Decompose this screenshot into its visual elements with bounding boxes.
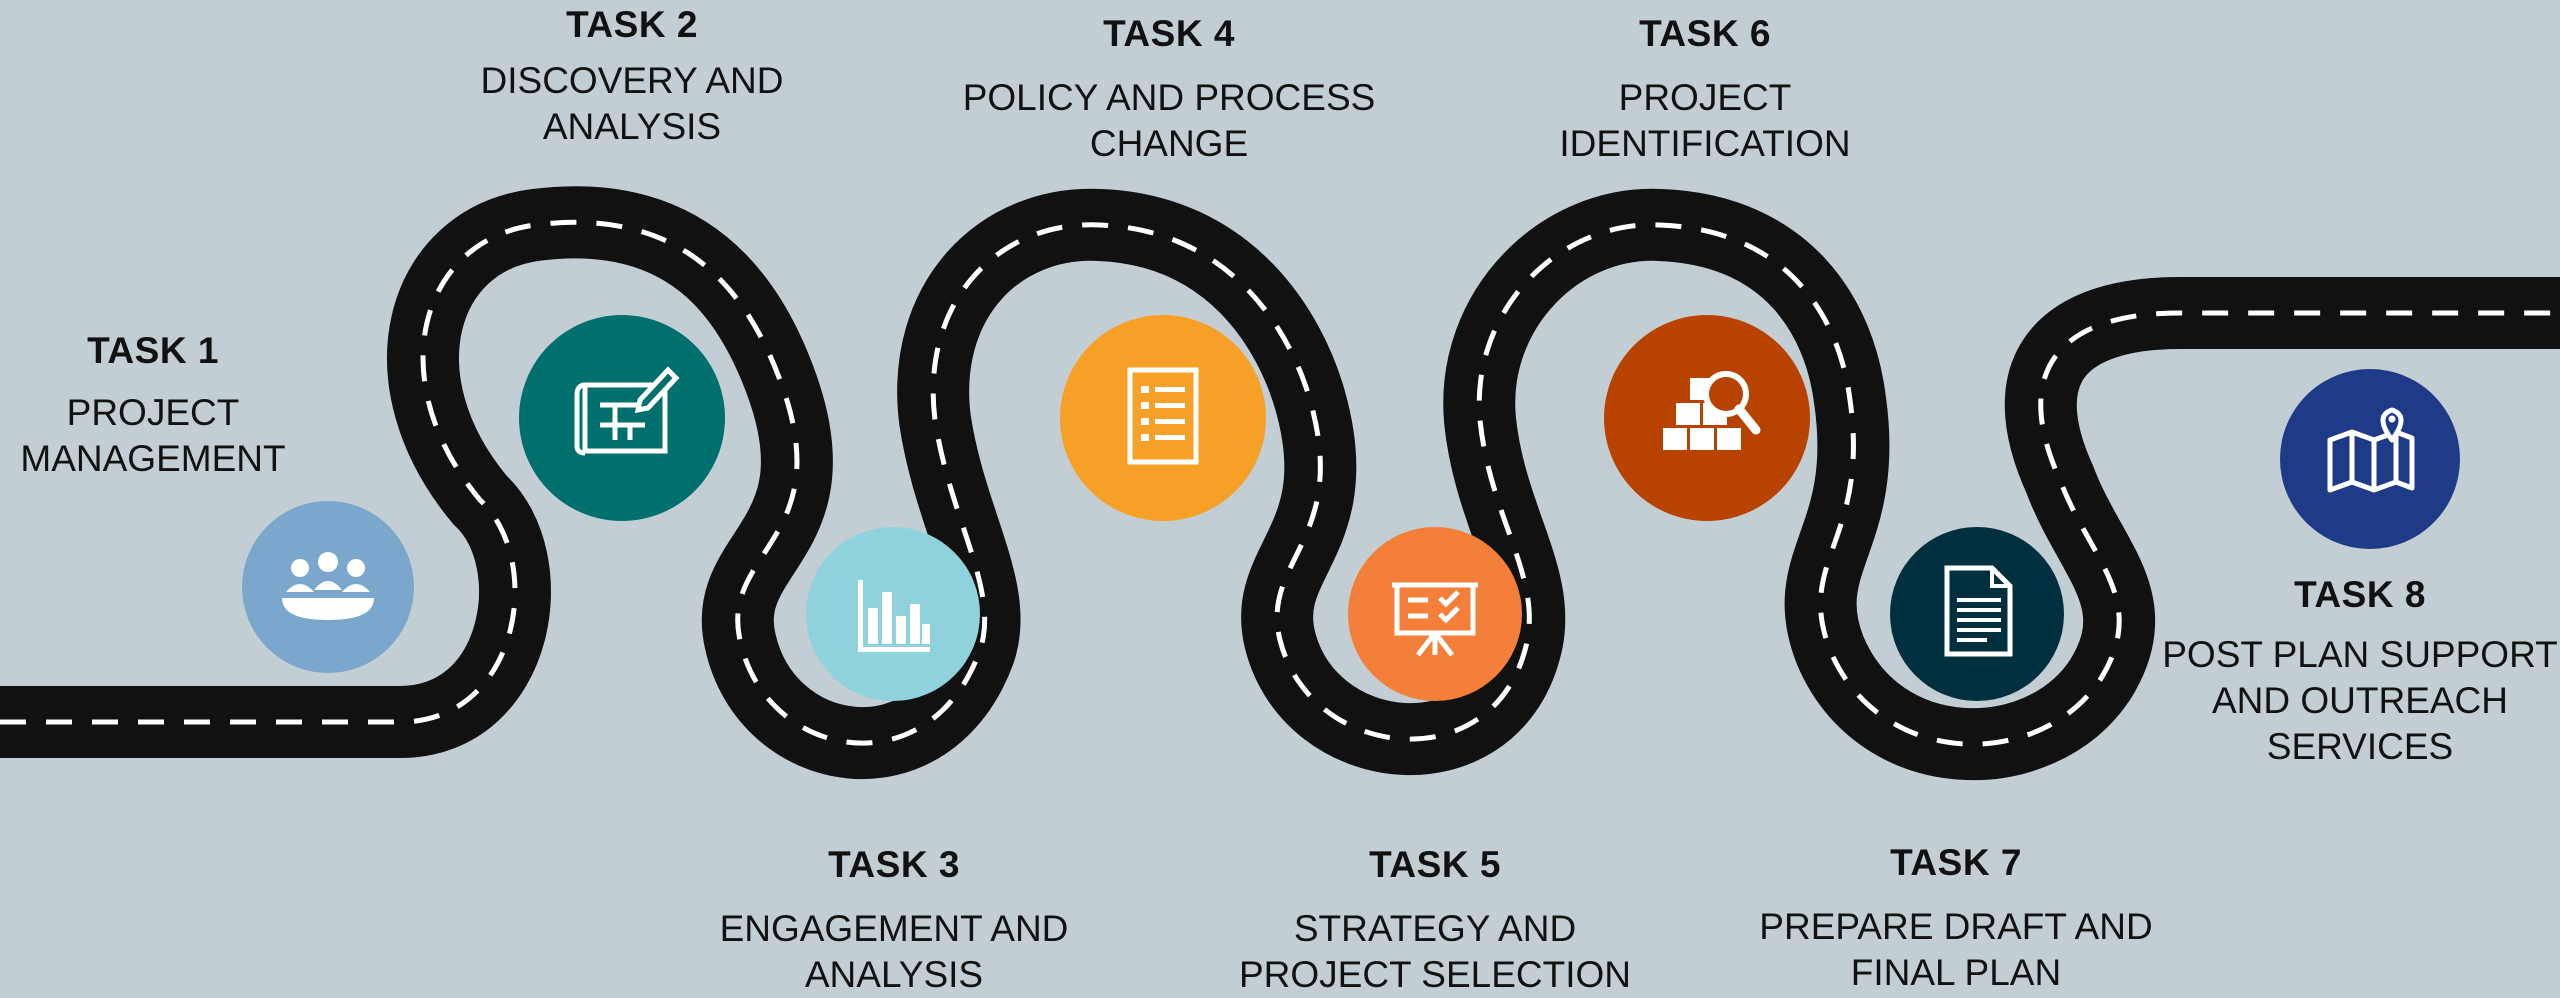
task-6-badge: [1604, 315, 1810, 521]
task-title: TASK 2: [566, 4, 698, 45]
task-title: TASK 3: [828, 844, 960, 885]
presentation-board-icon: [1392, 582, 1478, 657]
task-5-badge: [1348, 527, 1522, 701]
text-document-icon: [1944, 565, 2013, 657]
task-title: TASK 7: [1890, 842, 2022, 883]
task-title: TASK 5: [1369, 844, 1501, 885]
map-pin-icon: [2327, 407, 2415, 493]
task-description: POST PLAN SUPPORT AND OUTREACH SERVICES: [2162, 634, 2558, 767]
task-title: TASK 1: [87, 330, 219, 371]
task-2-label: TASK 2 DISCOVERY AND ANALYSIS: [412, 2, 852, 150]
task-description: ENGAGEMENT AND ANALYSIS: [719, 908, 1069, 995]
task-description: PREPARE DRAFT AND FINAL PLAN: [1759, 906, 2153, 993]
task-5-label: TASK 5 STRATEGY AND PROJECT SELECTION: [1215, 842, 1655, 998]
task-1-label: TASK 1 PROJECT MANAGEMENT: [0, 328, 373, 482]
task-3-badge: [806, 527, 980, 701]
task-description: STRATEGY AND PROJECT SELECTION: [1238, 908, 1631, 995]
task-8-badge: [2280, 369, 2460, 549]
checklist-document-icon: [1127, 367, 1199, 465]
task-description: PROJECT MANAGEMENT: [20, 392, 286, 479]
task-7-circle: [1890, 527, 2064, 701]
task-8-circle: [2280, 369, 2460, 549]
road-center-line: [0, 219, 2560, 747]
task-2-circle: [519, 315, 725, 521]
task-title: TASK 8: [2294, 574, 2426, 615]
road: [0, 186, 2560, 781]
boxes-magnifier-icon: [1663, 371, 1761, 450]
task-1-badge: [242, 501, 414, 673]
task-2-badge: [519, 315, 725, 521]
task-4-circle: [1060, 315, 1266, 521]
bar-chart-icon: [858, 580, 930, 652]
blueprint-pencil-icon: [574, 366, 680, 456]
task-4-label: TASK 4 POLICY AND PROCESS CHANGE: [949, 11, 1389, 167]
task-4-badge: [1060, 315, 1266, 521]
task-title: TASK 4: [1103, 13, 1235, 54]
task-6-label: TASK 6 PROJECT IDENTIFICATION: [1485, 11, 1925, 167]
task-7-badge: [1890, 527, 2064, 701]
task-description: DISCOVERY AND ANALYSIS: [480, 60, 784, 147]
task-8-label: TASK 8 POST PLAN SUPPORT AND OUTREACH SE…: [2140, 572, 2560, 770]
people-meeting-icon: [282, 552, 374, 620]
task-5-circle: [1348, 527, 1522, 701]
task-3-circle: [806, 527, 980, 701]
task-description: PROJECT IDENTIFICATION: [1559, 77, 1851, 164]
task-3-label: TASK 3 ENGAGEMENT AND ANALYSIS: [674, 842, 1114, 998]
task-title: TASK 6: [1639, 13, 1771, 54]
task-7-label: TASK 7 PREPARE DRAFT AND FINAL PLAN: [1736, 840, 2176, 996]
task-description: POLICY AND PROCESS CHANGE: [962, 77, 1376, 164]
